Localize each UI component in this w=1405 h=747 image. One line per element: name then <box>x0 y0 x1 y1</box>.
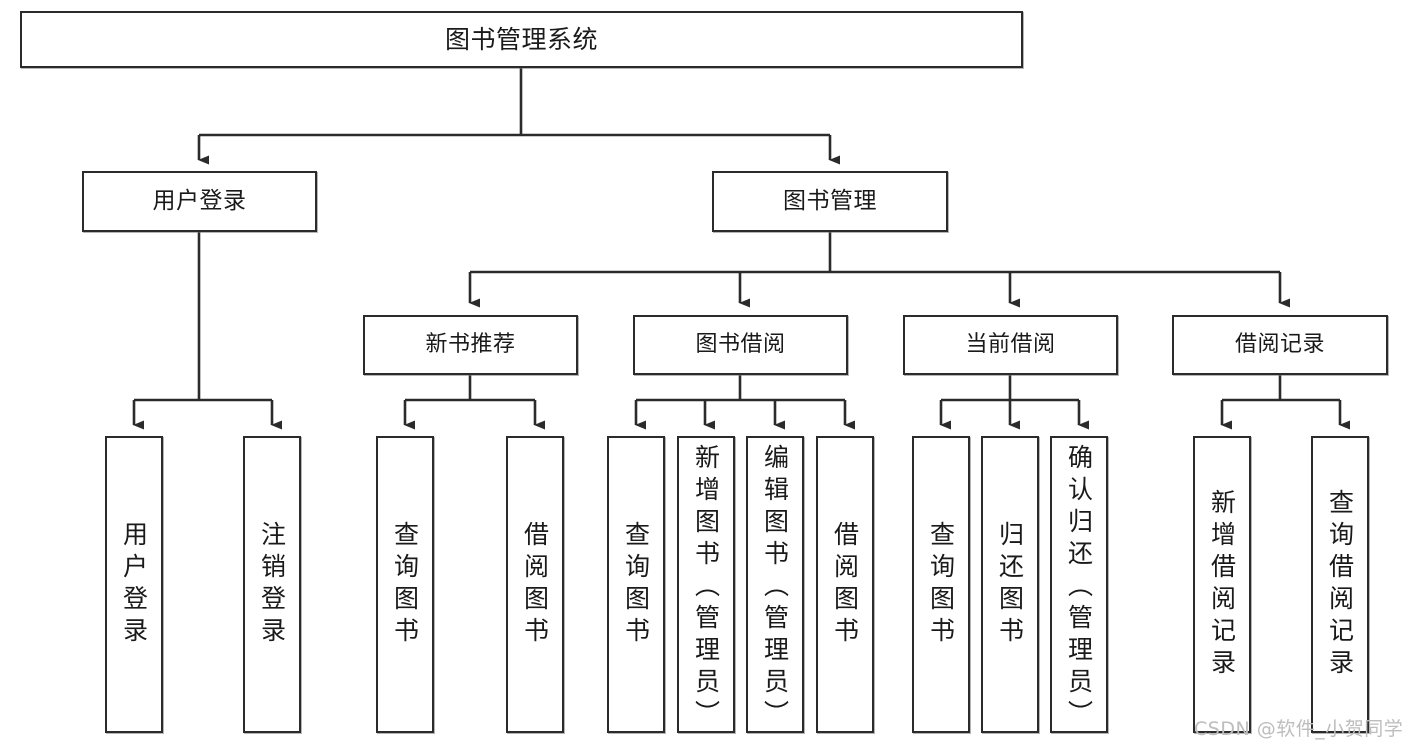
leaf-borrow-book[interactable]: 借阅图书 <box>816 436 874 733</box>
node-label: 用户登录 <box>152 187 247 214</box>
leaf-user-login[interactable]: 用户登录 <box>105 436 163 733</box>
leaf-query-book-current[interactable]: 查询图书 <box>912 436 970 733</box>
node-label: 借阅图书 <box>830 520 860 649</box>
node-root-system[interactable]: 图书管理系统 <box>20 11 1023 68</box>
node-label: 借阅记录 <box>1234 331 1325 357</box>
leaf-query-borrow-record[interactable]: 查询借阅记录 <box>1311 436 1369 733</box>
node-label: 查询借阅记录 <box>1325 488 1355 681</box>
node-label: 图书借阅 <box>695 331 786 357</box>
leaf-add-borrow-record[interactable]: 新增借阅记录 <box>1193 436 1251 733</box>
leaf-edit-book[interactable]: 编辑图书（管理员） <box>746 436 804 733</box>
node-label: 借阅图书 <box>520 520 550 649</box>
node-label: 新增图书（管理员） <box>691 444 721 732</box>
leaf-return-book[interactable]: 归还图书 <box>981 436 1039 733</box>
leaf-add-book[interactable]: 新增图书（管理员） <box>677 436 735 733</box>
node-label: 查询图书 <box>621 520 651 649</box>
leaf-borrow-book-recommend[interactable]: 借阅图书 <box>506 436 564 733</box>
node-book-management[interactable]: 图书管理 <box>712 171 948 232</box>
leaf-logout-login[interactable]: 注销登录 <box>243 436 301 733</box>
leaf-confirm-return[interactable]: 确认归还（管理员） <box>1050 436 1108 733</box>
node-label: 新书推荐 <box>425 331 516 357</box>
node-label: 图书管理 <box>783 187 877 214</box>
node-label: 用户登录 <box>119 520 149 649</box>
node-label: 查询图书 <box>390 520 420 649</box>
node-label: 注销登录 <box>257 520 287 649</box>
watermark-text: CSDN @软件_小贺同学 <box>1194 718 1404 740</box>
node-label: 查询图书 <box>926 520 956 649</box>
node-current-borrow[interactable]: 当前借阅 <box>903 315 1118 375</box>
leaf-query-book-borrow[interactable]: 查询图书 <box>607 436 665 733</box>
node-label: 确认归还（管理员） <box>1064 444 1094 732</box>
node-user-login[interactable]: 用户登录 <box>82 171 317 232</box>
node-book-borrow[interactable]: 图书借阅 <box>633 315 848 375</box>
node-label: 新增借阅记录 <box>1207 488 1237 681</box>
node-label: 图书管理系统 <box>444 24 598 54</box>
node-label: 当前借阅 <box>965 331 1056 357</box>
leaf-query-book-recommend[interactable]: 查询图书 <box>376 436 434 733</box>
node-new-book-recommend[interactable]: 新书推荐 <box>363 315 578 375</box>
node-label: 归还图书 <box>995 520 1025 649</box>
node-label: 编辑图书（管理员） <box>760 444 790 732</box>
node-borrow-record[interactable]: 借阅记录 <box>1172 315 1388 375</box>
